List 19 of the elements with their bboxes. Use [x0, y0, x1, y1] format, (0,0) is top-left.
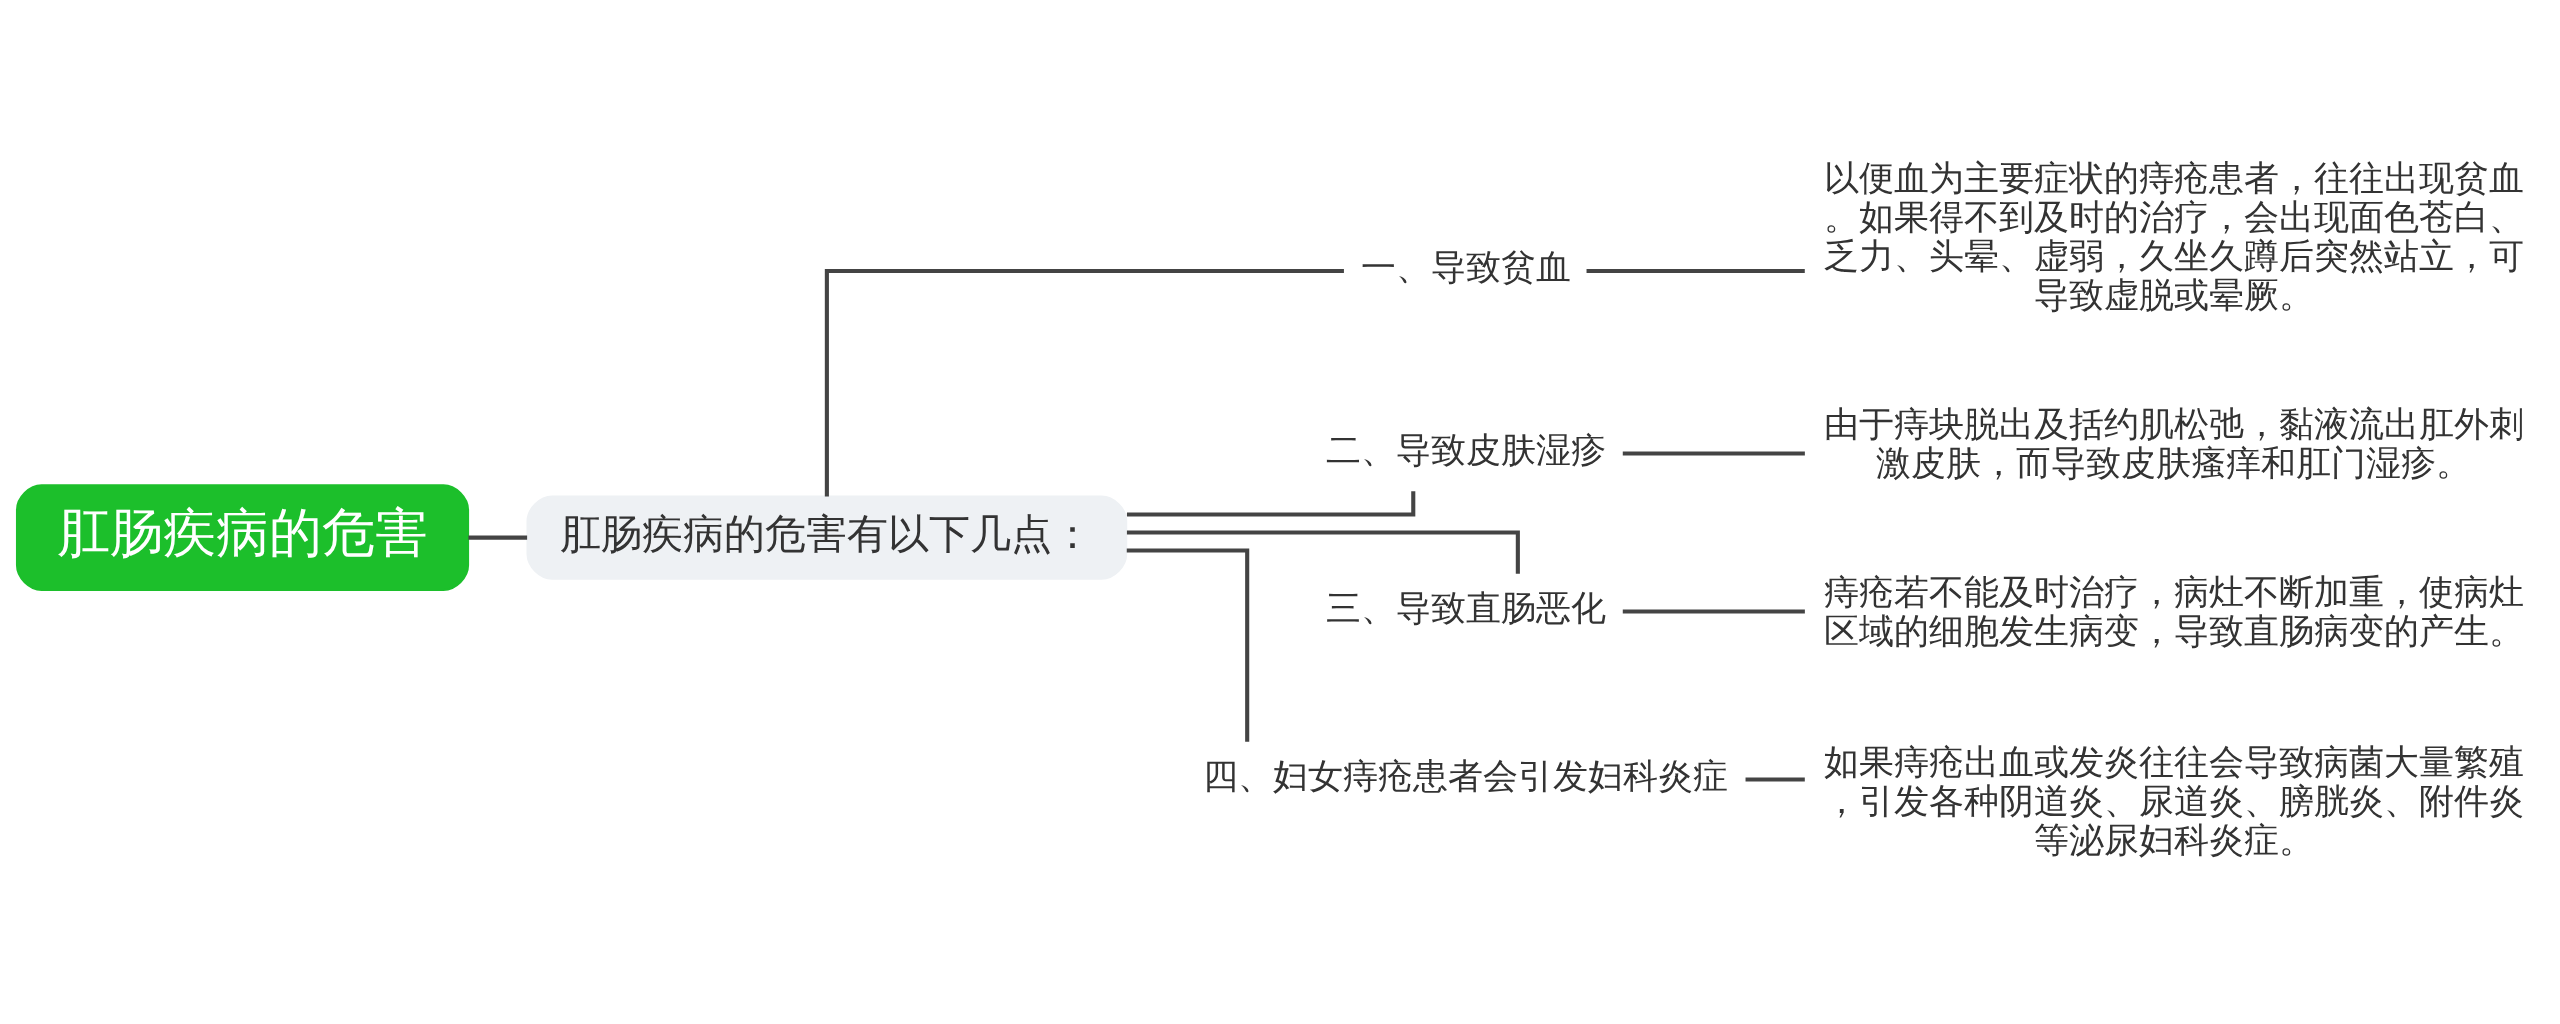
- connector: [1622, 608, 1805, 613]
- connector: [1622, 451, 1805, 456]
- connector: [1126, 529, 1520, 574]
- node-text: 痔疮若不能及时治疗，病灶不断加重，使病灶区域的细胞发生病变，导致直肠病变的产生。: [1823, 571, 2524, 651]
- node-text: 由于痔块脱出及括约肌松弛，黏液流出肛外刺激皮肤，而导致皮肤瘙痒和肛门湿疹。: [1823, 403, 2524, 483]
- node-text: 如果痔疮出血或发炎往往会导致病菌大量繁殖，引发各种阴道炎、尿道炎、膀胱炎、附件炎等泌尿妇科炎症。: [1823, 741, 2524, 860]
- connector: [1586, 268, 1805, 273]
- connector: [824, 268, 1344, 497]
- node-text: 以便血为主要症状的痔疮患者，往往出现贫血。如果得不到及时的治疗，会出现面色苍白、乏力、头晕、虚弱，久坐久蹲后突然站立，可导致虚脱或晕厥。: [1823, 157, 2524, 315]
- node-box: 肛肠疾病的危害有以下几点：: [526, 495, 1128, 580]
- connector: [1745, 777, 1805, 782]
- node-text: 一、导致贫血: [1360, 246, 1571, 287]
- node-text: 二、导致皮肤湿疹: [1325, 429, 1606, 470]
- node-text: 四、妇女痔疮患者会引发妇科炎症: [1203, 755, 1729, 796]
- node-text: 三、导致直肠恶化: [1325, 587, 1606, 628]
- node-box: 肛肠疾病的危害: [15, 483, 470, 591]
- connector: [1126, 490, 1416, 517]
- connector: [1126, 547, 1250, 742]
- connector: [468, 535, 528, 540]
